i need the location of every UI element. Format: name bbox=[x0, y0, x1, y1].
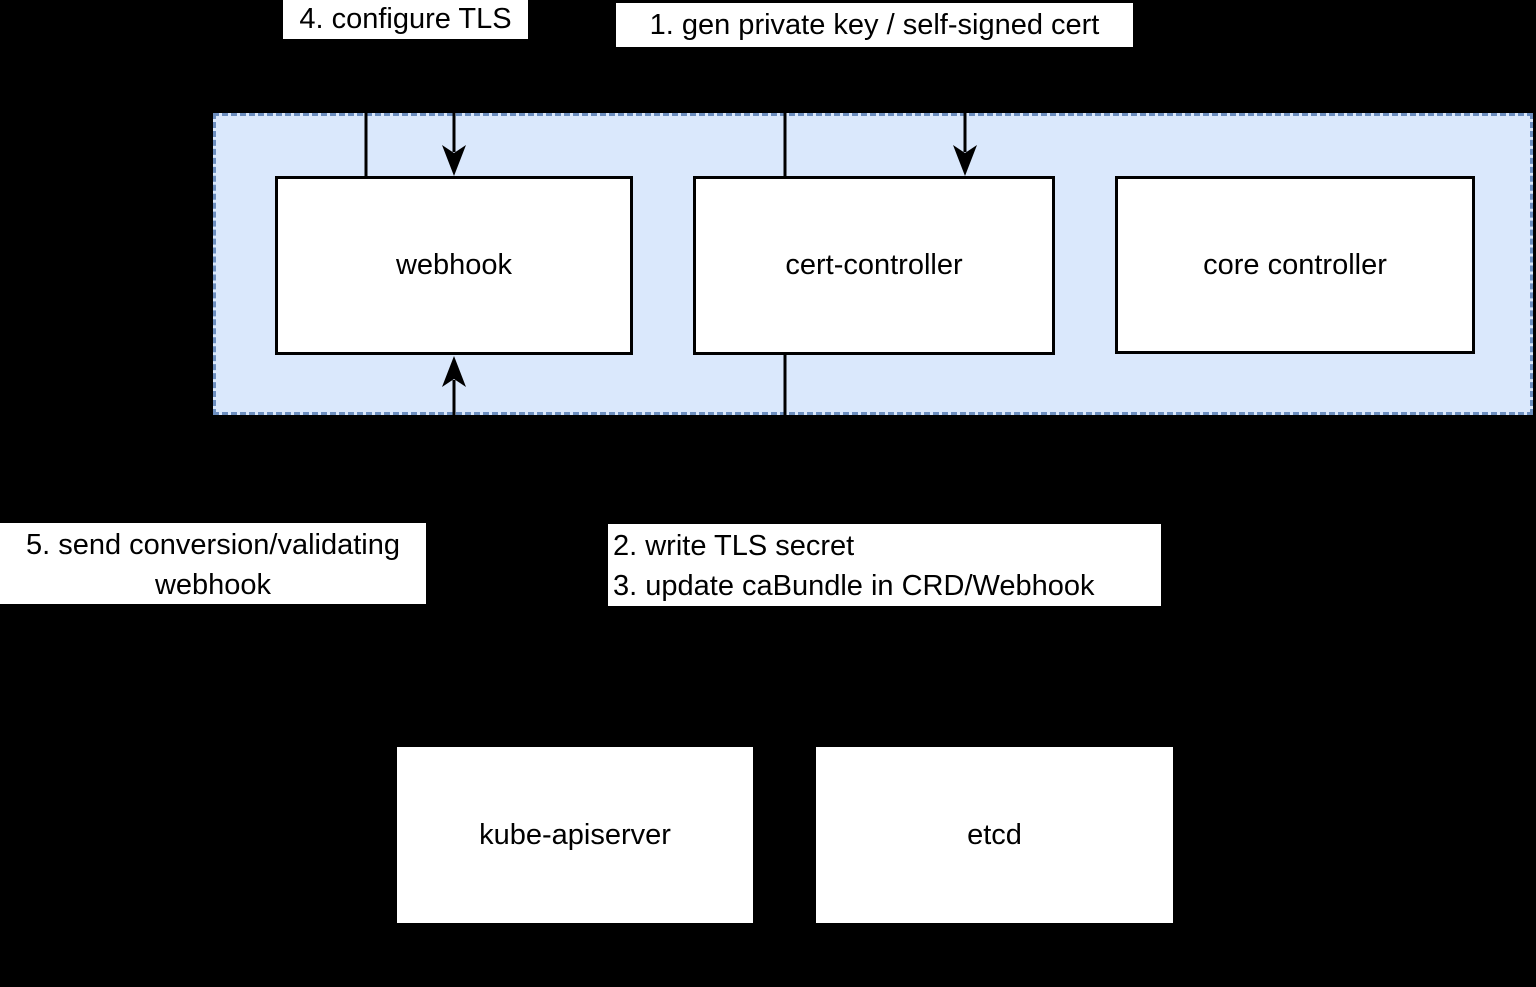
webhook-node-label: webhook bbox=[395, 249, 513, 281]
annotation-step3-text: 3. update caBundle in CRD/Webhook bbox=[613, 570, 1095, 602]
annotation-step4-configure-tls: 4. configure TLS bbox=[283, 0, 528, 39]
annotation-step2-text: 2. write TLS secret bbox=[613, 530, 855, 562]
annotation-step2-step3: 2. write TLS secret 3. update caBundle i… bbox=[608, 524, 1161, 606]
annotation-step1-text: 1. gen private key / self-signed cert bbox=[649, 9, 1100, 41]
annotation-step4-text: 4. configure TLS bbox=[299, 3, 512, 35]
annotation-step5-line1: 5. send conversion/validating bbox=[25, 529, 400, 561]
annotation-step1-gen-key: 1. gen private key / self-signed cert bbox=[616, 3, 1133, 47]
kube-apiserver-node: kube-apiserver bbox=[397, 747, 753, 923]
etcd-node-label: etcd bbox=[967, 818, 1022, 851]
cert-controller-node: cert-controller bbox=[693, 176, 1055, 355]
annotation-step5-line2: webhook bbox=[154, 569, 272, 601]
etcd-node: etcd bbox=[816, 747, 1173, 923]
cert-controller-node-label: cert-controller bbox=[785, 249, 963, 281]
webhook-node: webhook bbox=[275, 176, 633, 355]
core-controller-node: core controller bbox=[1115, 176, 1475, 354]
annotation-step5-send-webhook: 5. send conversion/validating webhook bbox=[0, 523, 426, 604]
kube-apiserver-node-label: kube-apiserver bbox=[479, 818, 671, 851]
core-controller-node-label: core controller bbox=[1203, 248, 1387, 281]
